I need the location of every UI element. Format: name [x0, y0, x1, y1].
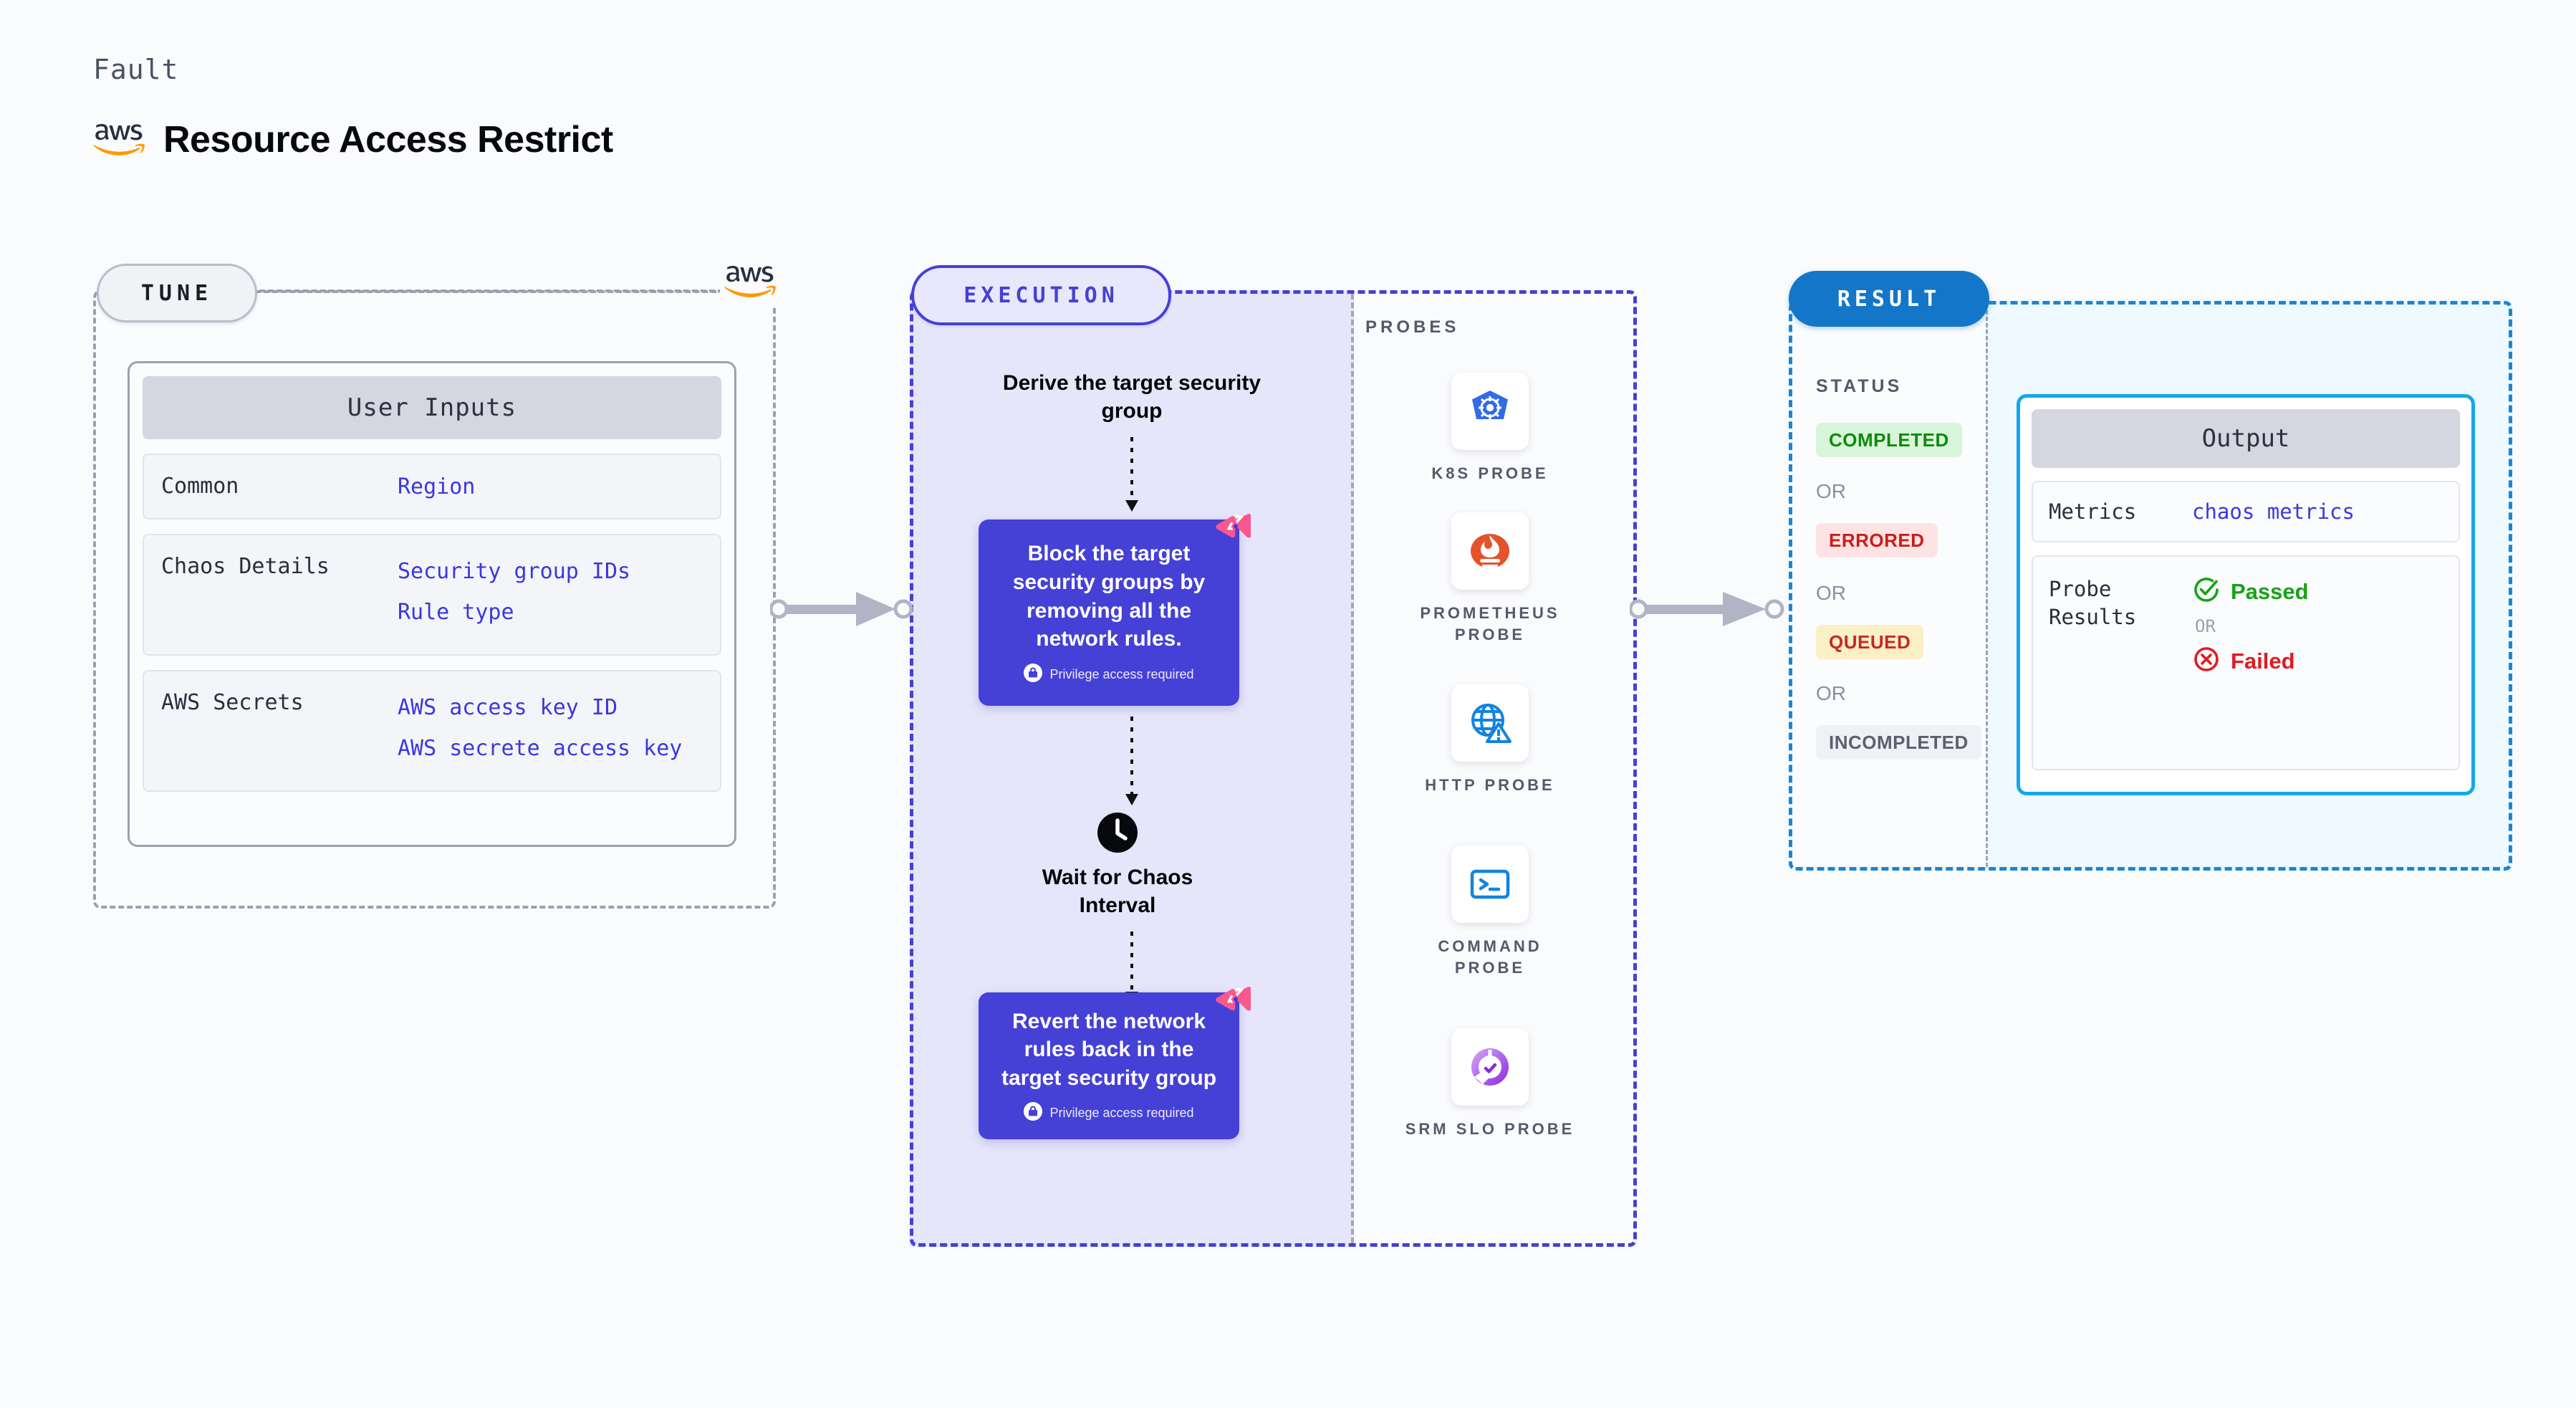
execution-step-title-wait: Wait for Chaos Interval: [1042, 866, 1193, 917]
output-metrics-row[interactable]: Metrics chaos metrics: [2032, 481, 2460, 542]
output-card: Output Metrics chaos metrics Probe Resul…: [2017, 394, 2475, 795]
output-probe-values: Passed OR Failed: [2192, 575, 2309, 750]
output-probe-key: Probe Results: [2049, 577, 2137, 630]
fault-eyebrow-label: Fault: [93, 54, 179, 85]
aws-logo-icon: [93, 123, 145, 157]
probe-label: PROMETHEUS PROBE: [1420, 604, 1560, 643]
check-circle-icon: [2192, 575, 2221, 608]
tune-to-execution-arrow: [769, 588, 921, 634]
prometheus-icon: [1451, 512, 1529, 590]
probe-item-http[interactable]: HTTP PROBE: [1400, 684, 1580, 796]
probe-label: COMMAND PROBE: [1438, 937, 1542, 977]
input-row-chaos-details[interactable]: Chaos Details Security group IDs Rule ty…: [143, 534, 721, 656]
execution-step-title-derive: Derive the target security group: [1002, 371, 1261, 423]
http-globe-warning-icon: [1451, 684, 1529, 762]
input-row-values: AWS access key ID AWS secrete access key: [398, 687, 682, 775]
result-inner-divider: [1986, 304, 1988, 867]
execution-action-block[interactable]: Block the target security groups by remo…: [979, 514, 1251, 706]
input-value: AWS secrete access key: [398, 736, 683, 761]
x-circle-icon: [2192, 645, 2221, 677]
input-row-values: Security group IDs Rule type: [398, 551, 630, 638]
status-badge-incompleted: INCOMPLETED: [1816, 725, 1981, 760]
flow-arrow-1: [1096, 437, 1168, 519]
probe-result-failed: Failed: [2192, 645, 2309, 677]
probe-result-passed: Passed: [2192, 575, 2309, 608]
input-row-key: Chaos Details: [161, 554, 330, 579]
status-badge-queued: QUEUED: [1816, 625, 1924, 659]
probes-label: PROBES: [1365, 317, 1460, 337]
output-metrics-key: Metrics: [2049, 499, 2137, 524]
page-title: Resource Access Restrict: [163, 119, 613, 161]
input-value: Region: [398, 474, 476, 499]
input-row-values: Region: [398, 466, 475, 507]
privilege-note-text: Privilege access required: [1049, 1106, 1194, 1121]
execution-revert-block[interactable]: Revert the network rules back in the tar…: [979, 987, 1251, 1139]
privilege-note-text: Privilege access required: [1049, 666, 1194, 681]
input-row-common[interactable]: Common Region: [143, 454, 721, 519]
user-inputs-card: User Inputs Common Region Chaos Details …: [128, 361, 736, 847]
probe-label: K8S PROBE: [1431, 464, 1549, 482]
status-or-1: OR: [1816, 480, 1846, 502]
probe-failed-label: Failed: [2231, 648, 2295, 674]
probe-label: SRM SLO PROBE: [1405, 1120, 1575, 1138]
output-probe-results-row[interactable]: Probe Results Passed OR: [2032, 555, 2460, 770]
execution-action-text: Block the target security groups by remo…: [1012, 542, 1206, 651]
output-metrics-value: chaos metrics: [2192, 499, 2355, 524]
clock-icon: [1096, 811, 1139, 858]
tune-aws-logo-icon: [720, 262, 780, 305]
lock-icon: [1024, 1102, 1043, 1124]
execution-action-text: Revert the network rules back in the tar…: [1001, 1009, 1217, 1090]
input-row-key: AWS Secrets: [161, 690, 304, 715]
execution-to-result-arrow: [1628, 588, 1802, 634]
input-value: Security group IDs: [398, 559, 631, 584]
status-badge-completed: COMPLETED: [1816, 423, 1962, 457]
tune-pill-label[interactable]: TUNE: [97, 264, 257, 322]
input-row-aws-secrets[interactable]: AWS Secrets AWS access key ID AWS secret…: [143, 670, 721, 792]
user-inputs-header: User Inputs: [143, 376, 721, 439]
input-value: AWS access key ID: [398, 695, 618, 720]
harness-badge-icon: [1213, 508, 1251, 549]
execution-pill-label[interactable]: EXECUTION: [911, 265, 1171, 325]
privilege-note: Privilege access required: [1024, 663, 1194, 686]
probes-divider: [1351, 294, 1354, 1243]
input-row-key: Common: [161, 474, 239, 499]
probe-item-k8s[interactable]: K8S PROBE: [1400, 373, 1580, 484]
page-title-row: Resource Access Restrict: [93, 118, 613, 161]
status-or-3: OR: [1816, 682, 1846, 704]
result-status-column: [1789, 301, 1986, 871]
srm-slo-icon: [1451, 1028, 1529, 1106]
kubernetes-icon: [1451, 373, 1529, 450]
probe-passed-label: Passed: [2231, 578, 2309, 604]
probe-item-command[interactable]: COMMAND PROBE: [1400, 846, 1580, 978]
probe-item-prometheus[interactable]: PROMETHEUS PROBE: [1400, 512, 1580, 645]
result-pill-label[interactable]: RESULT: [1789, 271, 1989, 327]
status-badge-errored: ERRORED: [1816, 523, 1938, 557]
probe-label: HTTP PROBE: [1425, 776, 1555, 794]
lock-icon: [1024, 663, 1043, 686]
probe-result-or: OR: [2195, 616, 2216, 636]
tune-connector-dash: [251, 289, 724, 292]
privilege-note: Privilege access required: [1024, 1102, 1194, 1124]
input-value: Rule type: [398, 600, 514, 625]
execution-section-frame: [910, 290, 1637, 1247]
terminal-icon: [1451, 846, 1529, 923]
result-section-frame: [1789, 301, 2512, 871]
status-or-2: OR: [1816, 582, 1846, 604]
flow-arrow-2: [1096, 717, 1168, 813]
harness-badge-icon: [1213, 981, 1251, 1022]
probe-item-srm-slo[interactable]: SRM SLO PROBE: [1400, 1028, 1580, 1140]
status-label: STATUS: [1816, 376, 1903, 396]
output-card-header: Output: [2032, 409, 2460, 468]
